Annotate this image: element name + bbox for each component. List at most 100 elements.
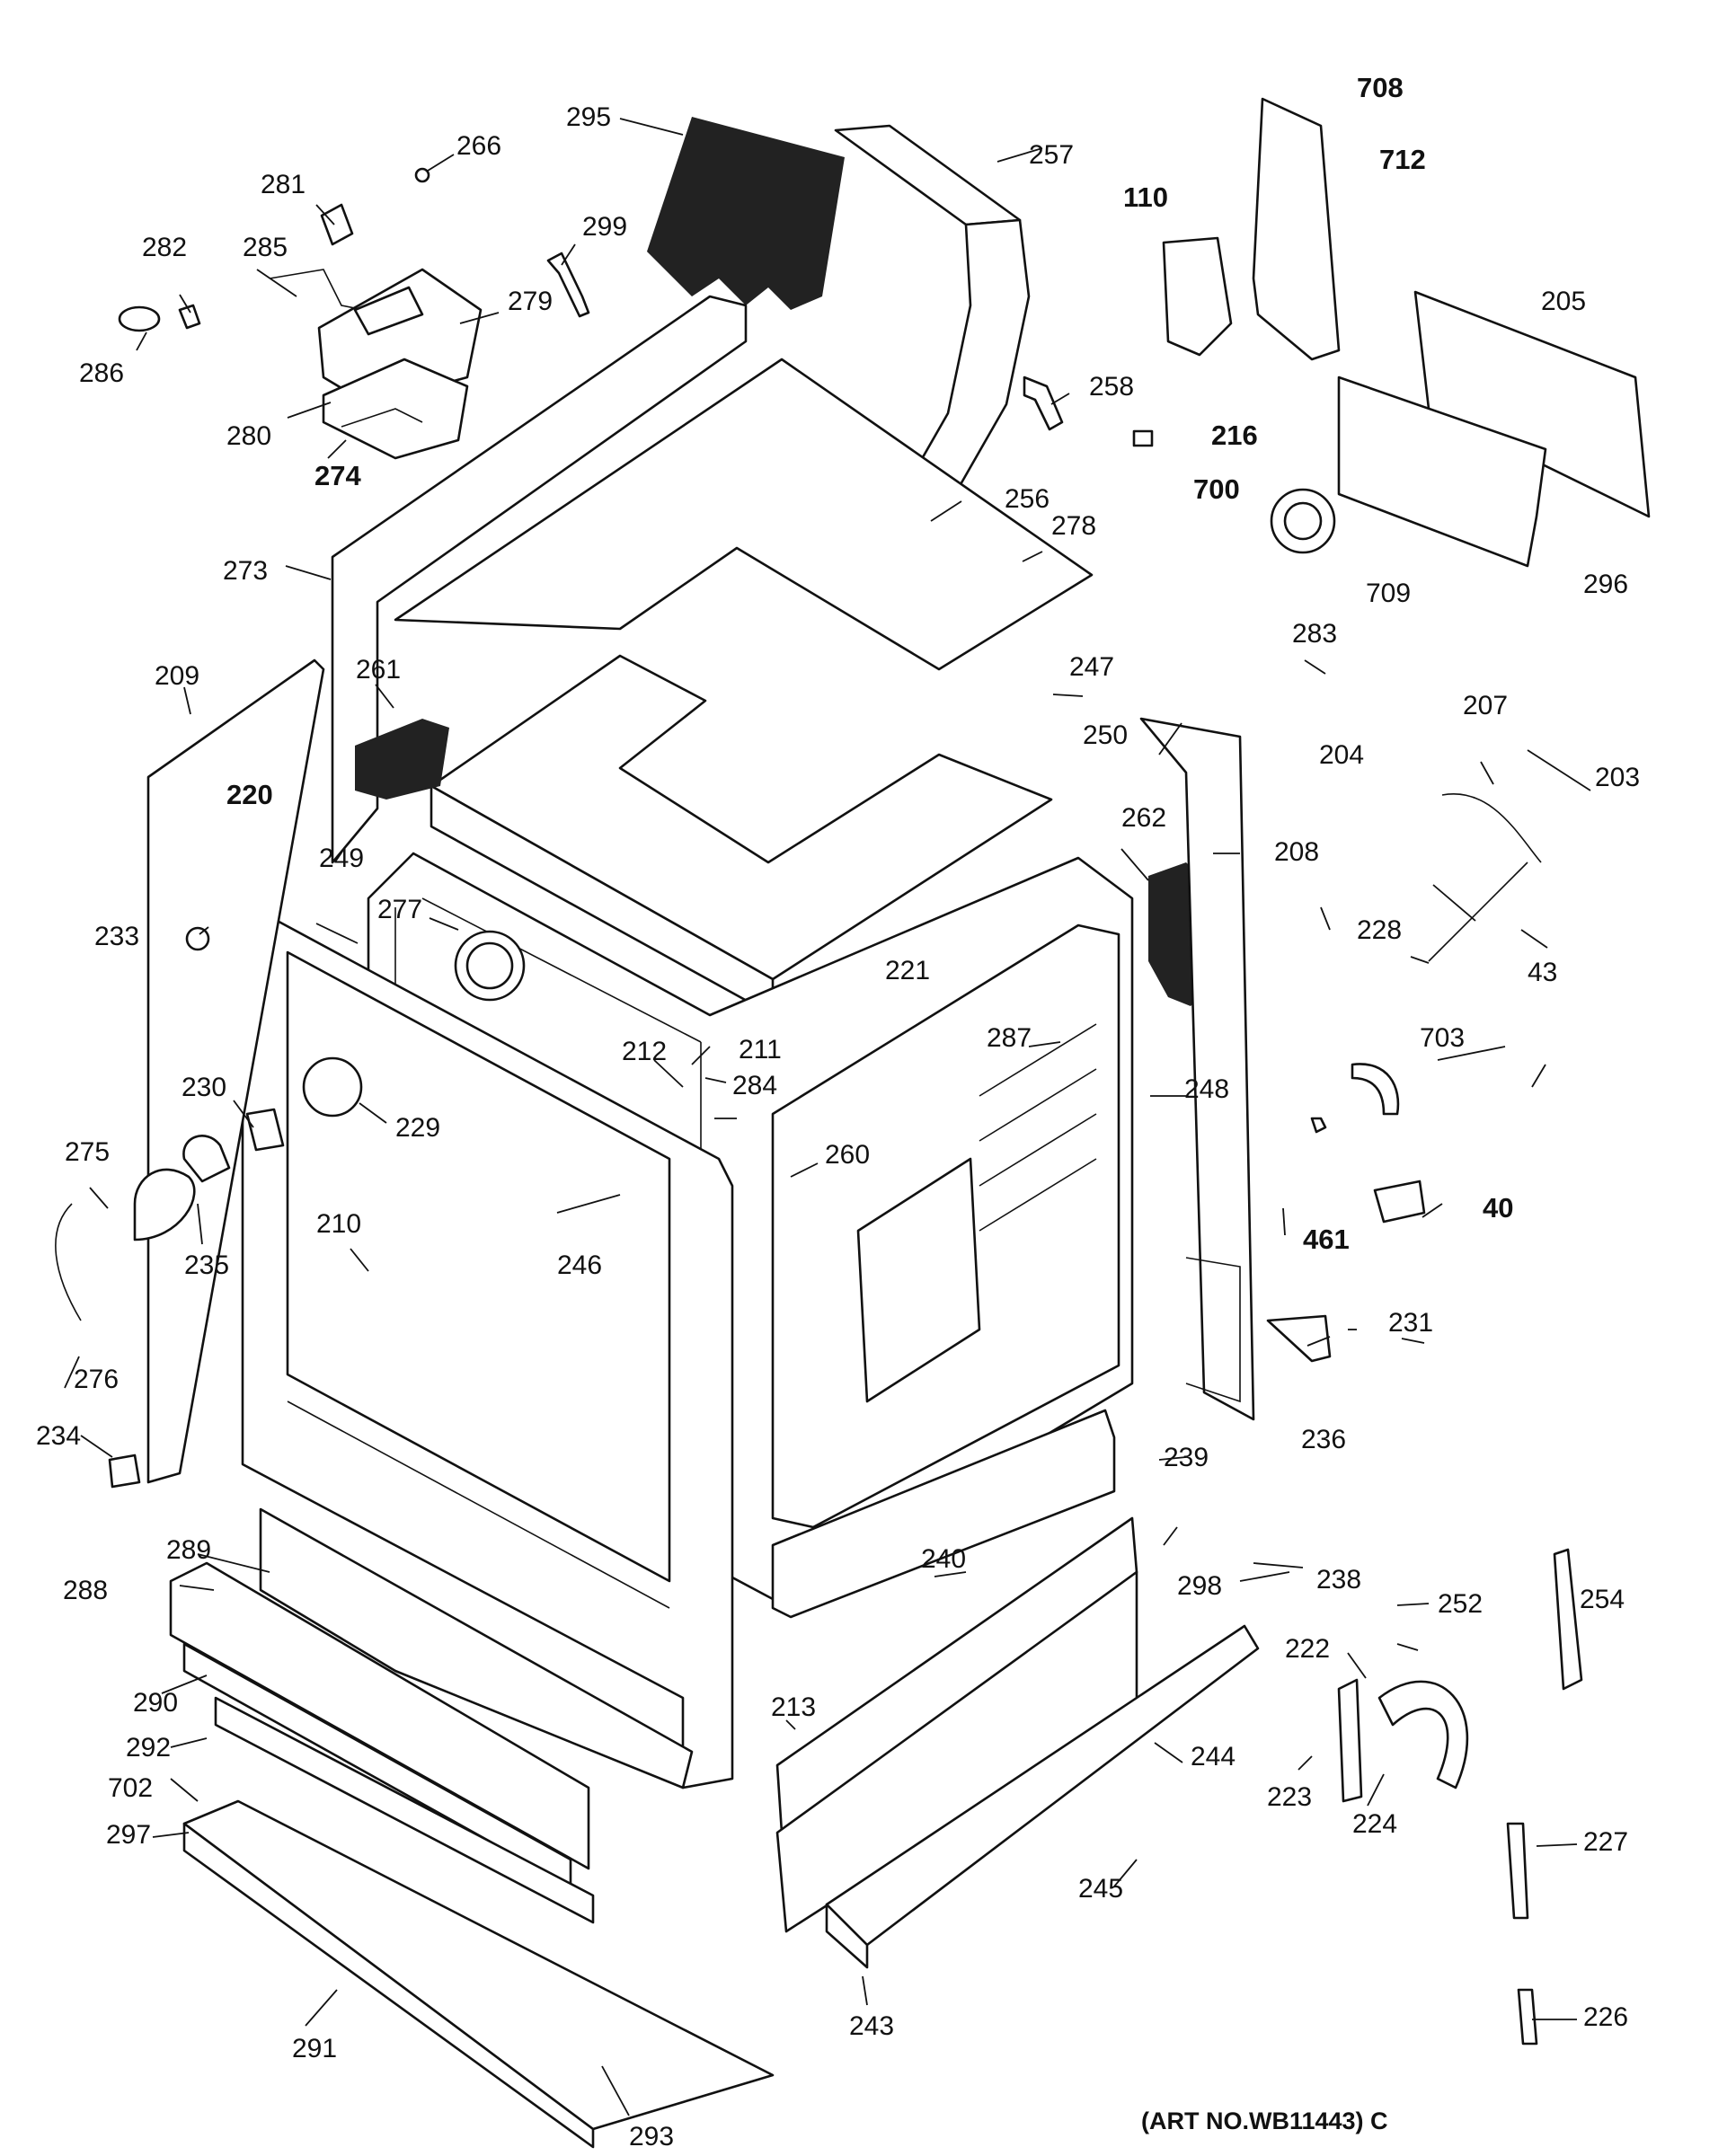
label-246: 246 [557,1250,602,1280]
label-299: 299 [582,212,627,242]
label-275: 275 [65,1137,110,1167]
label-245: 245 [1078,1874,1123,1904]
label-284: 284 [732,1071,777,1100]
label-204: 204 [1319,740,1364,770]
label-297: 297 [106,1820,151,1850]
leader-lines [64,118,1591,2116]
label-233: 233 [94,922,139,951]
insulation-blanket-295 [647,117,845,310]
label-277: 277 [377,895,422,924]
label-260: 260 [825,1140,870,1170]
label-248: 248 [1184,1074,1229,1104]
label-43: 43 [1528,958,1557,987]
label-40: 40 [1483,1192,1513,1224]
label-289: 289 [166,1535,211,1565]
label-258: 258 [1089,372,1134,402]
label-222: 222 [1285,1634,1330,1664]
label-234: 234 [36,1421,81,1451]
label-256: 256 [1005,484,1050,514]
label-229: 229 [395,1113,440,1143]
side-top-panel-273 [331,295,748,864]
control-components-right [1162,97,1651,2046]
drawer-frame-239 [771,1409,1116,1619]
top-cover-278 [394,358,1094,671]
label-293: 293 [629,2122,674,2152]
label-210: 210 [316,1209,361,1239]
label-247: 247 [1069,652,1114,682]
burner-valve-assembly [118,167,483,460]
label-250: 250 [1083,720,1128,750]
label-209: 209 [155,661,199,691]
label-700: 700 [1193,473,1240,505]
label-257: 257 [1029,140,1074,170]
label-712: 712 [1379,144,1426,175]
label-286: 286 [79,358,124,388]
label-238: 238 [1316,1565,1361,1595]
label-291: 291 [292,2034,337,2063]
label-262: 262 [1121,803,1166,833]
side-panel-209 [146,658,325,1484]
label-276: 276 [74,1365,119,1394]
label-461: 461 [1303,1224,1350,1255]
label-226: 226 [1583,2002,1628,2032]
label-230: 230 [182,1073,226,1102]
side-panel-208 [1139,717,1255,1421]
label-287: 287 [987,1023,1032,1053]
label-285: 285 [243,233,288,262]
part-labels: 266 281 282 285 286 279 280 274 295 299 … [36,72,1640,2152]
bottom-trays [169,1507,775,2149]
bottom-rail-243 [825,1624,1260,1969]
label-231: 231 [1388,1308,1433,1338]
label-208: 208 [1274,837,1319,867]
label-227: 227 [1583,1827,1628,1857]
label-216: 216 [1211,420,1258,451]
label-110: 110 [1123,181,1168,213]
label-243: 243 [849,2011,894,2041]
label-236: 236 [1301,1425,1346,1454]
label-296: 296 [1583,570,1628,599]
label-254: 254 [1580,1585,1625,1614]
art-number: (ART NO.WB11443) C [1141,2107,1388,2134]
label-213: 213 [771,1692,816,1722]
label-240: 240 [921,1544,966,1574]
label-295: 295 [566,102,611,132]
label-205: 205 [1541,287,1586,316]
label-266: 266 [456,131,501,161]
label-280: 280 [226,421,271,451]
label-702: 702 [108,1773,153,1803]
label-207: 207 [1463,691,1508,720]
label-224: 224 [1352,1809,1397,1839]
label-703: 703 [1420,1023,1465,1053]
label-239: 239 [1164,1443,1209,1472]
label-249: 249 [319,844,364,873]
label-261: 261 [356,655,401,685]
label-290: 290 [133,1688,178,1718]
label-252: 252 [1438,1589,1483,1619]
label-273: 273 [223,556,268,586]
label-298: 298 [1177,1571,1222,1601]
label-283: 283 [1292,619,1337,649]
right-side-panel-260 [771,923,1120,1529]
label-221: 221 [885,956,930,985]
label-235: 235 [184,1250,229,1280]
label-708: 708 [1357,72,1404,103]
label-274: 274 [314,460,361,491]
label-228: 228 [1357,915,1402,945]
label-203: 203 [1595,763,1640,792]
label-223: 223 [1267,1782,1312,1812]
label-279: 279 [508,287,553,316]
label-278: 278 [1051,511,1096,541]
label-709: 709 [1366,579,1411,608]
label-220: 220 [226,779,273,810]
label-282: 282 [142,233,187,262]
label-292: 292 [126,1733,171,1763]
label-244: 244 [1191,1742,1236,1772]
label-211: 211 [739,1035,782,1065]
lamp-assembly-left [55,926,363,1489]
label-281: 281 [261,170,306,199]
small-fittings-top [546,252,1154,447]
label-288: 288 [63,1576,108,1605]
insulation-261 [355,719,449,800]
label-212: 212 [622,1037,667,1066]
